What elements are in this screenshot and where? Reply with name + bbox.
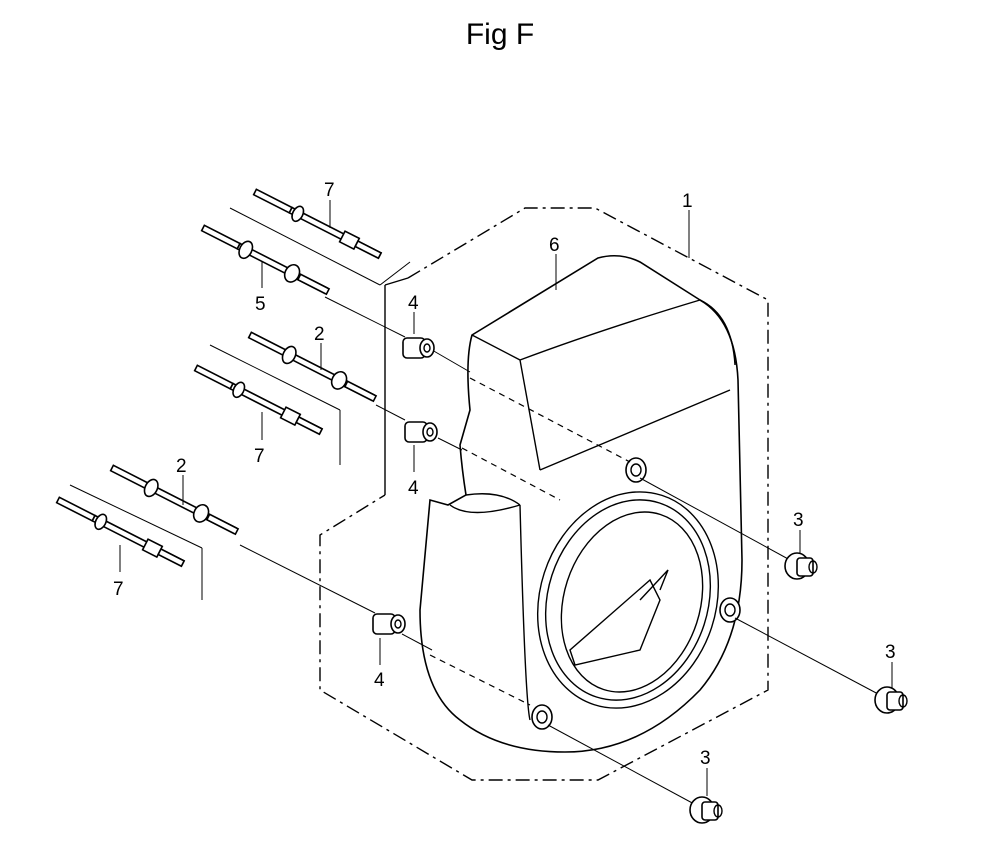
callout-7-middle: 7 — [254, 446, 265, 467]
collar-4-middle — [404, 421, 438, 443]
callout-2-bottom: 2 — [176, 456, 187, 477]
callout-5: 5 — [255, 294, 266, 315]
dashed-axis-1 — [469, 377, 631, 463]
flange-nut-3-right — [874, 686, 908, 714]
callout-4-middle: 4 — [408, 478, 419, 499]
stud-bolt-2-bottom — [109, 464, 240, 536]
assembly-outline — [319, 207, 769, 781]
callout-7-bottom: 7 — [113, 579, 124, 600]
stud-bolt-7-middle — [193, 364, 324, 436]
leader-nut3b — [734, 617, 881, 696]
callout-7-top: 7 — [324, 180, 335, 201]
dashed-axis-3 — [429, 654, 531, 706]
bolt-group-brackets — [69, 207, 411, 600]
stud-bolt-5 — [200, 224, 331, 296]
leader-socket4c — [401, 633, 433, 651]
stud-bolt-7-top — [252, 188, 383, 260]
leader-nut3a — [639, 477, 791, 561]
collar-4-top — [402, 337, 435, 359]
fan-cover — [419, 254, 743, 753]
dashed-axis-2 — [461, 447, 561, 501]
flange-nut-3-bottom — [689, 796, 723, 824]
callout-3-bottom: 3 — [700, 748, 711, 769]
figure-title: Fig F — [465, 18, 535, 51]
callout-3-upper: 3 — [793, 510, 804, 531]
collar-4-bottom — [372, 613, 406, 635]
flange-nut-3-upper — [784, 552, 818, 580]
assembly-outline-top-left — [384, 277, 409, 286]
callout-2-middle: 2 — [314, 324, 325, 345]
leader-socket4b — [437, 437, 463, 451]
callout-4-bottom: 4 — [374, 670, 385, 691]
stud-bolt-7-bottom — [55, 496, 186, 568]
leader-bolt2b — [239, 544, 376, 614]
leader-nut3c — [547, 724, 697, 806]
callout-6: 6 — [549, 235, 560, 256]
callout-1: 1 — [682, 191, 693, 212]
stud-bolt-2-middle — [247, 331, 378, 403]
leader-bolt2a — [375, 404, 406, 421]
leader-bolt5 — [324, 296, 406, 338]
callout-ticks — [119, 200, 893, 796]
leader-socket4a — [431, 349, 471, 373]
callout-3-right: 3 — [885, 642, 896, 663]
callout-4-top: 4 — [408, 293, 419, 314]
